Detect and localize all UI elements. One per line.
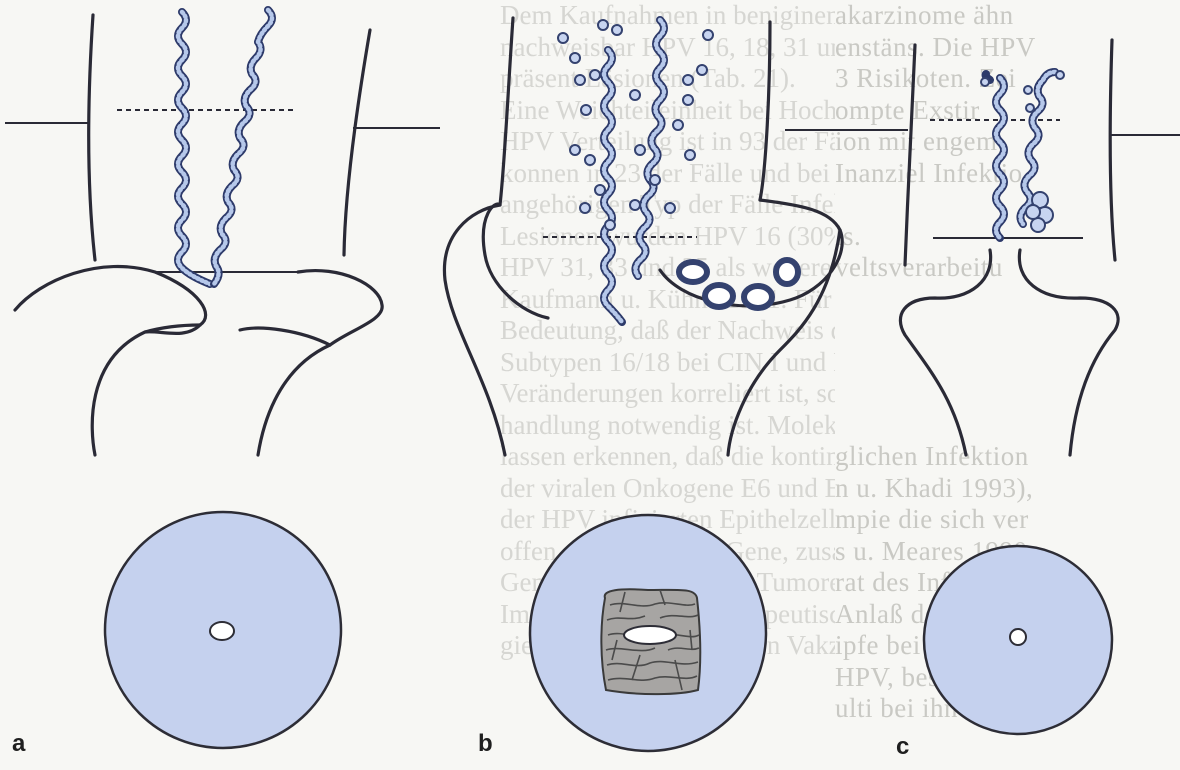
lip-right-a-inner bbox=[240, 328, 330, 345]
canal-wall-left-a bbox=[89, 15, 95, 260]
lip-left-a bbox=[15, 266, 206, 455]
panel-b-cross-section bbox=[444, 18, 862, 751]
canal-wall-right-b bbox=[760, 22, 770, 200]
lip-right-c bbox=[1019, 250, 1118, 455]
right-lip-b-top bbox=[760, 200, 840, 230]
left-lip-b bbox=[444, 204, 548, 455]
external-os-a bbox=[210, 622, 234, 640]
lip-right-a bbox=[258, 271, 382, 455]
canal-wall-left-c bbox=[905, 45, 915, 265]
canal-wall-right-a bbox=[344, 30, 370, 255]
panel-c-cross-section bbox=[855, 40, 1180, 734]
panel-label-a: a bbox=[12, 730, 25, 758]
canal-wall-right-c bbox=[1110, 40, 1115, 260]
cell-rings-b bbox=[679, 260, 798, 308]
virus-strand-left-a bbox=[178, 12, 210, 284]
panel-label-c: c bbox=[896, 733, 909, 761]
external-os-b bbox=[624, 626, 676, 644]
lesion-area-b bbox=[601, 589, 700, 694]
panel-a-cross-section bbox=[5, 10, 440, 748]
lip-left-c bbox=[900, 250, 990, 455]
external-os-c bbox=[1010, 629, 1026, 645]
panel-label-b: b bbox=[478, 730, 493, 758]
virus-particles-b bbox=[558, 20, 713, 230]
canal-wall-left-b bbox=[500, 18, 513, 205]
